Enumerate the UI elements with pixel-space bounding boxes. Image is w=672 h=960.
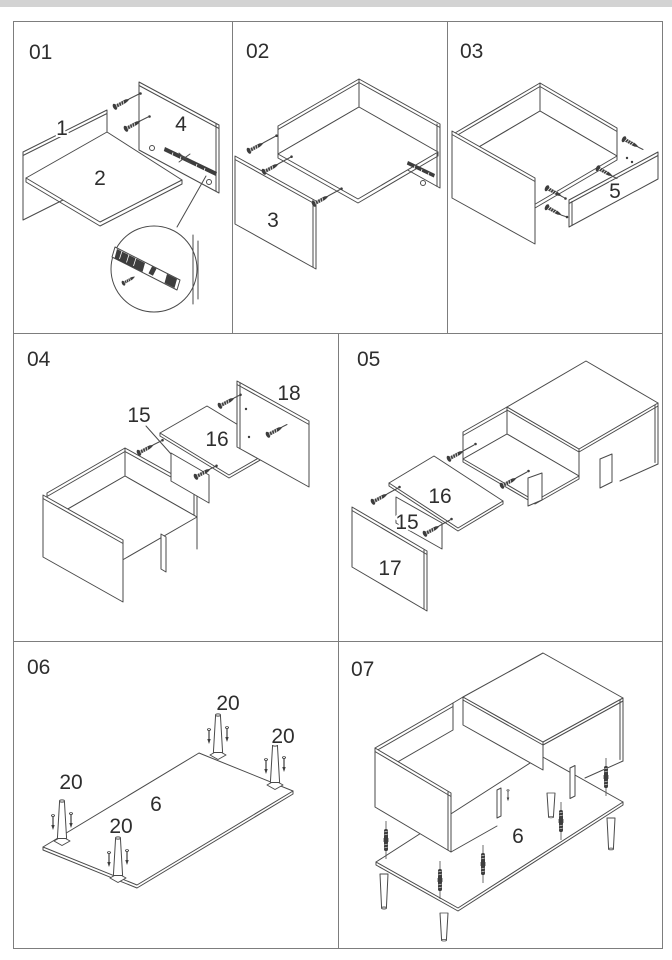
screw — [135, 441, 156, 457]
bottom-panel-2 — [25, 131, 183, 227]
step-number: 02 — [246, 40, 269, 63]
part-label: 4 — [175, 113, 187, 136]
screw — [216, 394, 237, 410]
step-07-illustration: 07 6 — [351, 652, 624, 942]
cam-hole — [420, 180, 426, 186]
drawer-front-5 — [568, 151, 659, 228]
step-04-cell: 04 15 16 18 — [13, 333, 338, 641]
front-panel-17 — [374, 747, 452, 853]
support-panel — [527, 472, 543, 507]
grid-divider — [338, 333, 339, 948]
cam-hole — [206, 179, 212, 185]
part-label: 20 — [59, 771, 82, 794]
drawer-slide-rail — [163, 147, 217, 176]
side-panel-18 — [236, 380, 310, 488]
screw — [369, 490, 390, 506]
grid-divider — [447, 21, 448, 333]
part-label: 20 — [271, 725, 294, 748]
leg — [439, 912, 449, 942]
grid-divider — [13, 641, 663, 642]
leg — [546, 792, 556, 819]
step-02-illustration: 02 3 — [234, 40, 441, 270]
sheet-frame — [13, 21, 663, 949]
step-01-cell: 01 1 2 4 — [13, 21, 232, 333]
part-label: 15 — [395, 511, 418, 534]
screw — [445, 447, 466, 463]
step-number: 06 — [27, 656, 50, 679]
label-leader-line — [145, 425, 172, 455]
part-label: 5 — [609, 180, 621, 203]
detail-leader-line — [176, 175, 207, 228]
divider-panel-15 — [395, 496, 443, 550]
step-03-cell: 03 5 — [447, 21, 663, 333]
drawer-slide-rail — [406, 161, 435, 178]
step-number: 03 — [460, 40, 483, 63]
connector-bolt — [603, 757, 609, 797]
screw — [111, 95, 132, 111]
part-label: 16 — [205, 428, 228, 451]
leg — [606, 817, 616, 851]
box-assembly — [277, 78, 441, 204]
part-label: 1 — [56, 117, 68, 140]
grid-divider — [13, 333, 663, 334]
part-label: 15 — [127, 404, 150, 427]
detail-circle — [110, 225, 199, 313]
step-05-illustration: 05 16 15 17 — [351, 348, 659, 612]
step-06-illustration: 06 6 20 20 20 20 — [27, 656, 297, 889]
box-assembly — [42, 447, 198, 603]
connector-bolt — [383, 820, 389, 860]
leg-20 — [206, 713, 230, 760]
front-panel-3 — [234, 155, 317, 270]
grid-divider — [232, 21, 233, 333]
step-number: 05 — [357, 348, 380, 371]
step-number: 01 — [29, 41, 52, 64]
step-03-illustration: 03 5 — [451, 40, 659, 245]
divider-panel-15 — [170, 452, 210, 504]
shelf-panel-16 — [388, 455, 504, 532]
step-02-cell: 02 3 — [232, 21, 447, 333]
part-label: 16 — [428, 485, 451, 508]
double-box-unit — [462, 360, 659, 507]
part-label: 3 — [267, 209, 279, 232]
support-panel — [599, 453, 613, 489]
step-number: 07 — [351, 658, 374, 681]
leg — [379, 873, 389, 910]
front-panel-17 — [351, 506, 428, 612]
top-bar — [0, 0, 672, 7]
step-06-cell: 06 6 20 20 20 20 — [13, 641, 338, 949]
part-label: 20 — [216, 692, 239, 715]
base-board-6 — [42, 752, 294, 889]
support-panel — [496, 787, 502, 819]
cross-screw-mark — [178, 152, 191, 164]
screw — [260, 160, 281, 176]
screw — [543, 203, 564, 219]
screw — [620, 135, 641, 151]
part-label: 6 — [512, 825, 524, 848]
part-label: 2 — [94, 167, 106, 190]
step-number: 04 — [27, 348, 51, 371]
part-label: 20 — [109, 815, 132, 838]
part-label: 17 — [378, 557, 401, 580]
step-01-illustration: 01 1 2 4 — [22, 41, 220, 313]
screw — [245, 139, 266, 155]
double-box-unit — [374, 652, 624, 853]
step-05-cell: 05 16 15 17 — [338, 333, 663, 641]
box-assembly — [451, 82, 618, 245]
cam-hole — [149, 145, 155, 151]
part-label: 18 — [277, 382, 300, 405]
step-07-cell: 07 6 — [338, 641, 663, 949]
support-panel — [569, 765, 576, 799]
base-board-6 — [375, 755, 624, 912]
part-label: 6 — [150, 793, 162, 816]
step-04-illustration: 04 15 16 18 — [27, 348, 310, 603]
